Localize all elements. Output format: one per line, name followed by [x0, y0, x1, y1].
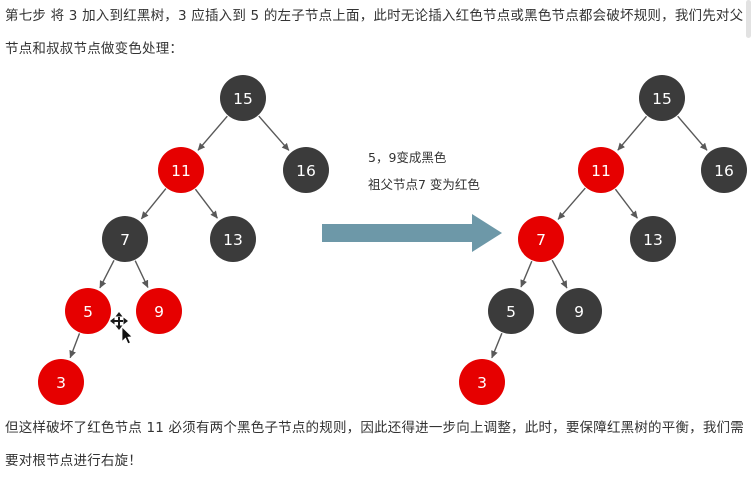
tree-node-after-5	[488, 288, 534, 334]
tree-node-label: 15	[233, 90, 253, 108]
tree-edge-11-7	[140, 188, 167, 220]
transform-arrow	[322, 214, 502, 252]
tree-node-label: 11	[171, 162, 191, 180]
tree-edge-15-16	[258, 115, 290, 151]
tree-edge-11-13	[194, 188, 218, 219]
tree-node-label: 9	[574, 303, 584, 321]
mouse-cursor-icon	[110, 312, 134, 345]
tree-node-label: 13	[643, 231, 663, 249]
tree-node-label: 3	[56, 374, 66, 392]
trees-layer: 15 11 16 7 13 5 9 3 15 11 16 7 13 5 9 3	[38, 75, 747, 405]
scrollbar-thumb[interactable]	[746, 0, 751, 38]
tree-node-before-16	[283, 147, 329, 193]
tree-node-label: 11	[591, 162, 611, 180]
tree-node-after-7	[518, 216, 564, 262]
tree-edge-11-13	[614, 188, 638, 219]
tree-node-after-3	[459, 359, 505, 405]
tree-edge-5-3	[491, 332, 503, 359]
tree-after: 15 11 16 7 13 5 9 3	[459, 75, 747, 405]
tree-node-label: 7	[536, 231, 546, 249]
annotation-line-1: 5，9变成黑色	[368, 150, 447, 165]
tree-node-label: 5	[83, 303, 93, 321]
tree-edge-5-3	[69, 333, 81, 359]
intro-paragraph: 第七步 将 3 加入到红黑树，3 应插入到 5 的左子节点上面，此时无论插入红色…	[5, 8, 744, 57]
tree-edge-7-9	[551, 259, 568, 289]
tree-edge-11-7	[557, 187, 586, 220]
tree-node-after-11	[578, 147, 624, 193]
tree-node-label: 5	[506, 303, 516, 321]
tree-node-before-11	[158, 147, 204, 193]
tree-node-label: 7	[120, 231, 130, 249]
conclusion-paragraph: 但这样破坏了红色节点 11 必须有两个黑色子节点的规则，因此还得进一步向上调整，…	[5, 420, 744, 469]
tree-node-before-5	[65, 288, 111, 334]
tree-node-label: 16	[714, 162, 734, 180]
tree-node-before-15	[220, 75, 266, 121]
tree-edge-7-5	[99, 259, 115, 289]
tree-edge-15-16	[677, 115, 708, 151]
tree-node-before-3	[38, 359, 84, 405]
tree-node-label: 3	[477, 374, 487, 392]
tree-node-label: 9	[154, 303, 164, 321]
tree-edge-7-9	[134, 260, 149, 288]
tree-edge-15-11	[617, 115, 648, 151]
tree-node-after-13	[630, 216, 676, 262]
tree-edge-7-5	[520, 260, 533, 288]
tree-node-before-13	[210, 216, 256, 262]
tree-node-label: 16	[296, 162, 316, 180]
annotation-line-2: 祖父节点7 变为红色	[368, 177, 480, 192]
tree-edge-15-11	[197, 115, 228, 151]
tree-node-after-9	[556, 288, 602, 334]
tree-node-label: 15	[652, 90, 672, 108]
tree-before: 15 11 16 7 13 5 9 3	[38, 75, 329, 405]
tree-node-before-9	[136, 288, 182, 334]
tree-node-label: 13	[223, 231, 243, 249]
pointer-arrow-icon	[121, 326, 134, 345]
transform-annotation: 5，9变成黑色 祖父节点7 变为红色	[368, 144, 480, 198]
tree-node-after-15	[639, 75, 685, 121]
move-cross-icon	[110, 312, 128, 330]
tree-node-before-7	[102, 216, 148, 262]
tree-node-after-16	[701, 147, 747, 193]
